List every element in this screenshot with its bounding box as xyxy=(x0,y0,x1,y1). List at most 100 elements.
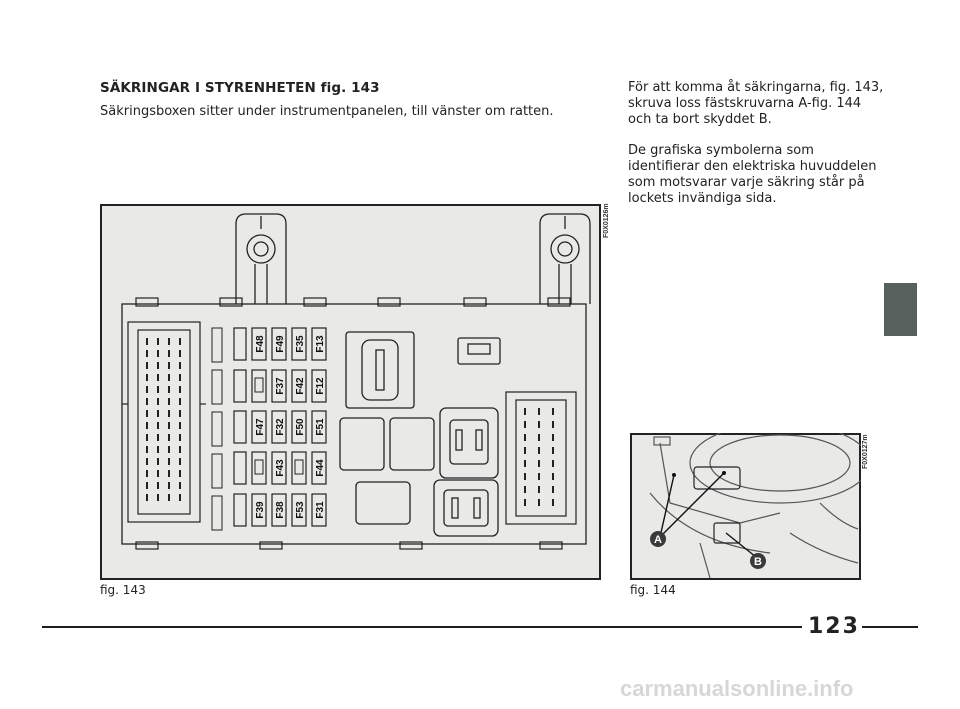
connector-pin xyxy=(146,458,148,465)
connector-pin xyxy=(146,494,148,501)
footer-rule-left xyxy=(42,626,802,628)
connector-pin xyxy=(157,410,159,417)
connector-pin xyxy=(524,421,526,428)
badge-a xyxy=(650,531,666,547)
mini-fuse xyxy=(211,369,223,405)
connector-pin xyxy=(157,362,159,369)
connector-pin xyxy=(146,350,148,357)
connector-pin xyxy=(157,374,159,381)
connector-pin xyxy=(538,421,540,428)
fuse-label: F51 xyxy=(315,418,326,436)
connector-pin xyxy=(157,482,159,489)
connector-pin xyxy=(524,434,526,441)
connector-pin xyxy=(157,458,159,465)
fuse-slot xyxy=(291,410,307,444)
watermark: carmanualsonline.info xyxy=(620,676,854,701)
connector-pin xyxy=(538,486,540,493)
connector-pin xyxy=(146,470,148,477)
fuse-label: F49 xyxy=(275,335,286,353)
fuse-slot xyxy=(251,327,267,361)
fuse-label: F39 xyxy=(255,501,266,519)
connector-pin xyxy=(168,398,170,405)
fuse-slot xyxy=(251,410,267,444)
label-a: A xyxy=(654,534,662,546)
connector-pin xyxy=(168,446,170,453)
connector-pin xyxy=(157,494,159,501)
mini-fuse xyxy=(211,453,223,489)
connector-pin xyxy=(157,338,159,345)
connector-pin xyxy=(168,374,170,381)
connector-pin xyxy=(179,350,181,357)
connector-pin xyxy=(179,482,181,489)
connector-right xyxy=(505,391,577,525)
fuse-label: F13 xyxy=(315,335,326,353)
connector-pin xyxy=(552,421,554,428)
connector-pin xyxy=(524,408,526,415)
figure-143-fusebox: F48F47F39F49F37F32F43F38F35F42F50F53F13F… xyxy=(100,204,601,580)
mini-fuse-column xyxy=(211,327,223,531)
connector-pin xyxy=(179,362,181,369)
fuse-label: F44 xyxy=(315,459,326,477)
connector-pin xyxy=(146,446,148,453)
label-b: B xyxy=(754,556,762,568)
connector-pin xyxy=(179,422,181,429)
fuse-slot xyxy=(271,369,287,403)
fuse-slot xyxy=(271,327,287,361)
connector-pin xyxy=(524,473,526,480)
connector-pin xyxy=(146,410,148,417)
connector-pin xyxy=(179,374,181,381)
fuse-slot xyxy=(233,369,247,403)
connector-pin xyxy=(168,386,170,393)
fuse-slot xyxy=(233,327,247,361)
fuse-label: F38 xyxy=(275,501,286,519)
fuse-slot xyxy=(233,410,247,444)
fuse-slot xyxy=(271,493,287,527)
connector-pin xyxy=(179,458,181,465)
fuse-slot xyxy=(291,369,307,403)
connector-pin xyxy=(552,486,554,493)
fuse-label: F47 xyxy=(255,418,266,436)
connector-pin xyxy=(146,434,148,441)
connector-pin xyxy=(552,460,554,467)
fuse-label: F12 xyxy=(315,377,326,395)
connector-pin xyxy=(538,408,540,415)
connector-pin xyxy=(157,470,159,477)
page-number: 123 xyxy=(808,614,860,639)
mini-fuse xyxy=(211,411,223,447)
mini-fuse xyxy=(211,495,223,531)
fuse-slot xyxy=(311,493,327,527)
connector-pins-left xyxy=(146,338,181,501)
connector-pin xyxy=(538,499,540,506)
figure-144-code: F0X0127m xyxy=(862,434,869,469)
connector-pin xyxy=(179,338,181,345)
connector-pin xyxy=(168,494,170,501)
connector-pin xyxy=(157,422,159,429)
fuse-slot xyxy=(291,327,307,361)
fuse-socket xyxy=(254,459,264,475)
connector-pin xyxy=(168,458,170,465)
connector-pin xyxy=(168,362,170,369)
right-paragraph-1: För att komma åt säkringarna, fig. 143, … xyxy=(628,80,884,127)
figure-143-code: F0X0126m xyxy=(603,203,610,238)
connector-pin xyxy=(524,499,526,506)
connector-pin xyxy=(157,386,159,393)
figure-144-caption: fig. 144 xyxy=(630,583,676,597)
fuse-socket xyxy=(294,459,304,475)
figure-143-caption: fig. 143 xyxy=(100,583,146,597)
fuse-slot xyxy=(291,493,307,527)
fuse-slot xyxy=(271,451,287,485)
connector-pin xyxy=(179,470,181,477)
right-paragraph-2: De grafiska symbolerna som identifierar … xyxy=(628,143,877,206)
connector-pin xyxy=(552,499,554,506)
connector-pin xyxy=(168,350,170,357)
figure-144-steering-area: A B xyxy=(630,433,861,580)
footer-rule-right xyxy=(862,626,918,628)
fuse-slot xyxy=(311,327,327,361)
fuse-label: F31 xyxy=(315,501,326,519)
connector-pin xyxy=(552,447,554,454)
connector-pin xyxy=(168,482,170,489)
connector-pin xyxy=(168,470,170,477)
relay-maxi xyxy=(345,331,501,409)
connector-pin xyxy=(179,386,181,393)
fuse-slot xyxy=(233,493,247,527)
